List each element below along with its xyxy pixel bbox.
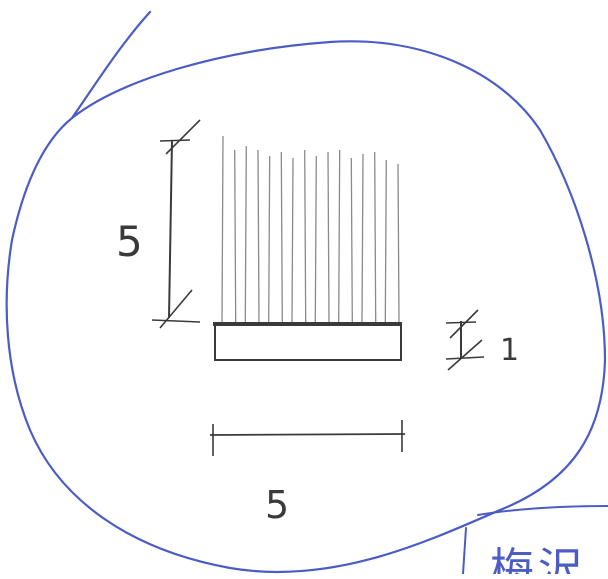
width-label: 5	[265, 483, 289, 527]
fin-line	[361, 153, 364, 323]
fin-line	[257, 149, 260, 323]
fin-line	[304, 149, 307, 323]
fin-line	[314, 155, 317, 323]
height-label: 5	[116, 217, 143, 266]
base-thickness-dimension: 1	[445, 309, 519, 371]
fin-line	[397, 163, 400, 323]
height-dimension: 5	[116, 119, 201, 329]
fin-line	[327, 151, 330, 323]
base-plate	[214, 323, 402, 361]
base-thickness-label: 1	[500, 333, 519, 368]
fin-line	[234, 149, 237, 323]
fin-line	[221, 135, 224, 323]
fin-lines	[221, 135, 400, 323]
fin-line	[291, 157, 294, 323]
fin-line	[244, 145, 247, 323]
corner-box-line	[462, 505, 608, 575]
fin-line	[384, 159, 387, 323]
fin-line	[338, 149, 341, 323]
fin-line	[374, 151, 377, 323]
fin-line	[350, 157, 353, 323]
fin-line	[268, 155, 271, 323]
blue-boundary-curve	[5, 10, 607, 574]
width-dimension: 5	[209, 420, 406, 527]
fin-line	[280, 151, 283, 323]
corner-signature: 梅沢	[490, 544, 586, 574]
